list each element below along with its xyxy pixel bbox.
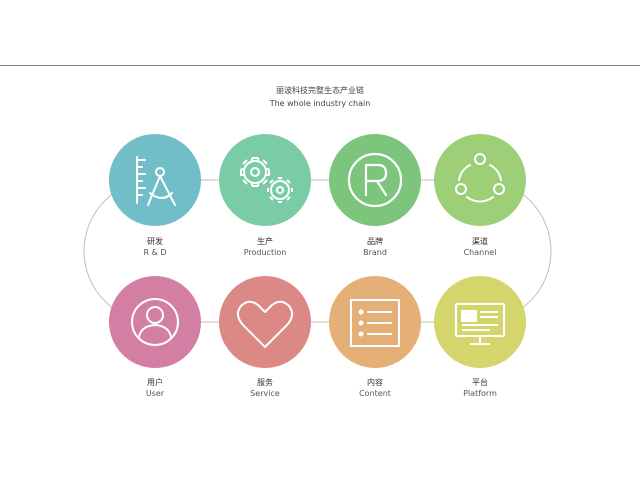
- node-label-en: Content: [359, 389, 391, 398]
- node-label-platform: 平台 Platform: [430, 377, 530, 399]
- node-platform: [434, 276, 526, 368]
- node-label-production: 生产 Production: [215, 236, 315, 258]
- registered-trademark-icon: [347, 152, 403, 208]
- node-label-service: 服务 Service: [215, 377, 315, 399]
- node-label-en: Platform: [463, 389, 497, 398]
- node-service: [219, 276, 311, 368]
- node-label-en: R & D: [143, 248, 167, 257]
- node-content: [329, 276, 421, 368]
- node-label-content: 内容 Content: [325, 377, 425, 399]
- share-network-icon: [455, 153, 505, 203]
- node-label-cn: 生产: [257, 237, 273, 246]
- node-label-user: 用户 User: [105, 377, 205, 399]
- node-label-en: User: [145, 389, 165, 398]
- monitor-icon: [455, 303, 505, 345]
- node-production: [219, 134, 311, 226]
- ruler-compass-icon: [136, 156, 176, 206]
- node-circle: [219, 276, 311, 368]
- gears-icon: [240, 157, 293, 203]
- diagram-title: 丽波科技完整生态产业链: [276, 86, 364, 95]
- node-label-cn: 内容: [367, 378, 383, 387]
- node-label-cn: 研发: [147, 237, 163, 246]
- list-document-icon: [350, 299, 400, 347]
- diagram-subtitle: The whole industry chain: [269, 99, 371, 108]
- node-user: [109, 276, 201, 368]
- top-divider: [0, 65, 640, 66]
- node-label-en: Channel: [463, 248, 497, 257]
- node-label-cn: 服务: [257, 378, 273, 387]
- node-rnd: [109, 134, 201, 226]
- node-label-cn: 渠道: [472, 237, 488, 246]
- heart-icon: [237, 300, 293, 348]
- user-icon: [131, 298, 179, 346]
- node-label-brand: 品牌 Brand: [325, 236, 425, 258]
- node-label-rnd: 研发 R & D: [105, 236, 205, 258]
- node-circle: [434, 134, 526, 226]
- node-label-cn: 品牌: [367, 237, 383, 246]
- node-label-channel: 渠道 Channel: [430, 236, 530, 258]
- node-label-en: Production: [243, 248, 287, 257]
- node-brand: [329, 134, 421, 226]
- node-label-en: Service: [250, 389, 280, 398]
- node-label-en: Brand: [363, 248, 387, 257]
- node-label-cn: 用户: [147, 378, 163, 387]
- node-circle: [109, 134, 201, 226]
- node-label-cn: 平台: [472, 378, 488, 387]
- node-circle: [219, 134, 311, 226]
- node-channel: [434, 134, 526, 226]
- node-circle: [434, 276, 526, 368]
